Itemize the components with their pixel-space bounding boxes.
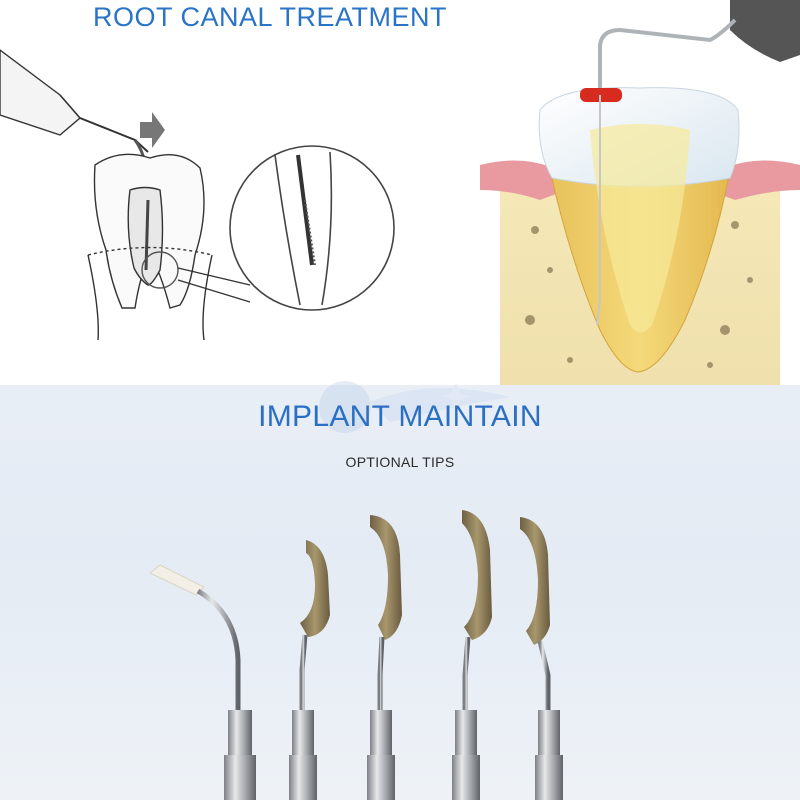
implant-heading: IMPLANT MAINTAIN — [258, 400, 542, 433]
gold-tip-3 — [452, 510, 492, 800]
gold-tip-2 — [367, 515, 402, 800]
watermark-logo — [319, 381, 510, 433]
optional-tips-caption: OPTIONAL TIPS — [345, 454, 455, 470]
root-canal-line-drawing — [0, 49, 395, 341]
white-ceramic-tip — [149, 564, 256, 800]
root-canal-tooth-illustration — [480, 0, 800, 385]
root-canal-heading: ROOT CANAL TREATMENT — [92, 2, 448, 32]
tips-row — [149, 510, 563, 800]
gold-tip-1 — [289, 540, 330, 800]
gold-tip-4 — [520, 517, 563, 800]
